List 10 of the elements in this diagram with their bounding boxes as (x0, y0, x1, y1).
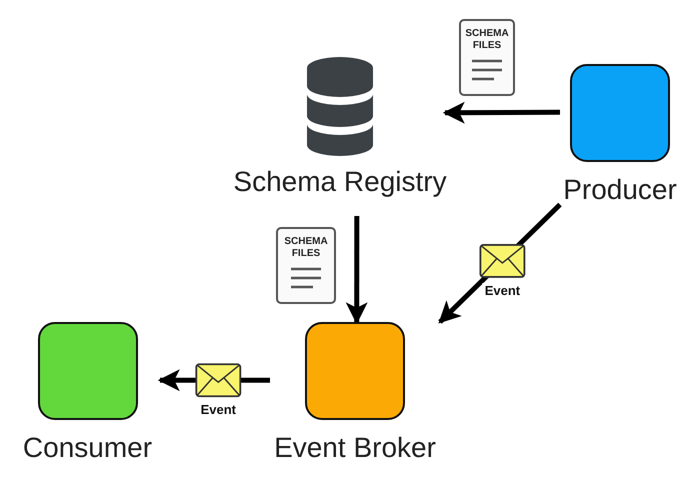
edge-label: Event (198, 402, 238, 418)
node-label: Producer (563, 174, 677, 206)
arrow (442, 102, 560, 124)
document-title: SCHEMA FILES (464, 28, 510, 52)
document-title: SCHEMA FILES (283, 236, 329, 260)
node-label: Schema Registry (233, 166, 447, 198)
edge-label: Event (482, 282, 522, 298)
node-label: Consumer (22, 432, 152, 464)
arrow (346, 216, 368, 324)
node-label: Event Broker (274, 432, 436, 464)
